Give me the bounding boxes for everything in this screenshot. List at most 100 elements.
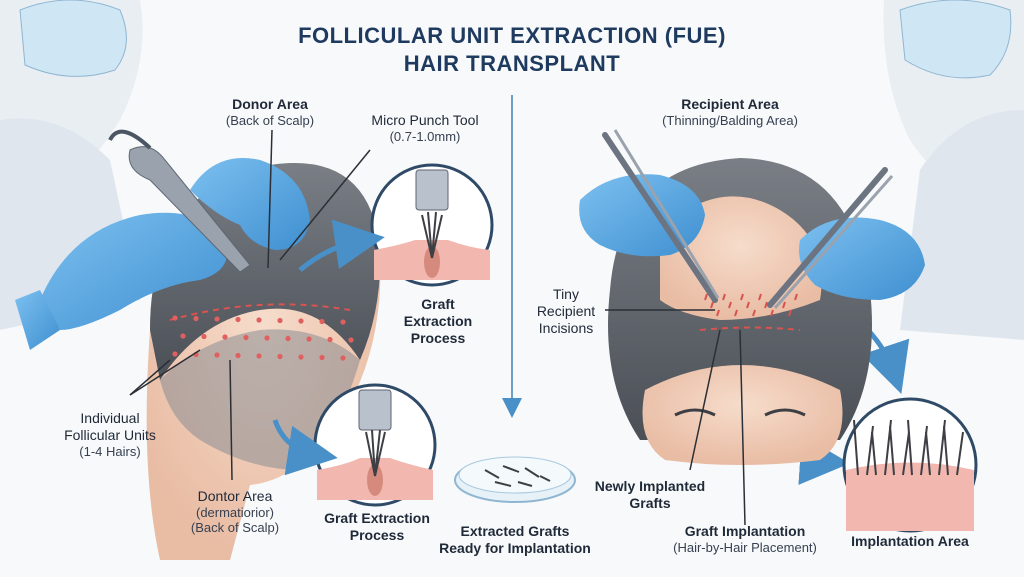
label-individual-units-l2: Follicular Units <box>64 426 156 443</box>
extraction-sites <box>172 315 354 361</box>
arrow-to-extraction-1 <box>298 219 385 272</box>
label-implantation-area-title: Implantation Area <box>851 533 969 549</box>
label-implantation-area: Implantation Area <box>840 533 980 550</box>
incision-mark <box>704 293 708 301</box>
label-graft-extraction-1-l2: Extraction <box>403 312 473 329</box>
extraction-site <box>306 336 312 342</box>
incision-mark <box>770 309 774 317</box>
title-line-1: FOLLICULAR UNIT EXTRACTION (FUE) <box>298 23 726 48</box>
incision-mark <box>746 301 750 309</box>
extraction-site <box>298 354 304 360</box>
label-tiny-incisions-l2: Recipient <box>536 302 596 319</box>
label-graft-extraction-1-l3: Process <box>410 329 466 346</box>
extraction-site <box>193 315 199 322</box>
extraction-site <box>214 352 220 358</box>
extraction-site <box>214 316 220 322</box>
micro-punch-tool <box>108 129 251 273</box>
incision-mark <box>794 293 798 301</box>
incision-mark <box>752 309 756 317</box>
extraction-circle-1 <box>370 163 494 287</box>
label-graft-extraction-1: Graft Extraction Process <box>388 296 488 346</box>
incision-mark <box>740 293 744 301</box>
label-tiny-incisions-l1: Tiny <box>553 286 579 302</box>
label-dontor-area: Dontor Area (dermatiorior) (Back of Scal… <box>170 488 300 536</box>
implanted-hair <box>907 419 913 476</box>
implantation-circle <box>842 397 978 533</box>
label-recipient-area-sub: (Thinning/Balding Area) <box>662 112 798 128</box>
extraction-site <box>243 334 249 341</box>
arrow-to-extraction-2 <box>272 419 338 476</box>
implanted-hair <box>889 425 895 476</box>
label-newly-implanted-l1: Newly Implanted <box>594 478 706 494</box>
extraction-site <box>172 351 178 357</box>
label-graft-implantation-title: Graft Implantation <box>684 523 806 539</box>
extraction-site <box>348 337 354 343</box>
label-individual-units-l1: Individual <box>80 410 140 426</box>
incision-mark <box>734 309 738 317</box>
label-micro-punch-sub: (0.7-1.0mm) <box>389 128 461 144</box>
label-graft-extraction-1-l1: Graft <box>421 296 455 312</box>
extraction-site <box>298 318 304 324</box>
extraction-circle-2 <box>313 383 437 507</box>
label-micro-punch-title: Micro Punch Tool <box>371 112 479 128</box>
incision-mark <box>722 293 726 301</box>
incision-mark <box>788 309 792 317</box>
incision-mark <box>764 301 768 309</box>
implanted-hair <box>943 425 949 476</box>
extraction-site <box>340 355 346 361</box>
label-extracted-grafts-l1: Extracted Grafts <box>460 523 570 539</box>
label-graft-extraction-2-l1: Graft Extraction <box>324 510 430 526</box>
label-newly-implanted-l2: Grafts <box>629 494 671 511</box>
extraction-site <box>201 333 207 340</box>
extraction-site <box>172 315 178 321</box>
petri-dish <box>454 456 576 503</box>
title-line-2: HAIR TRANSPLANT <box>403 50 621 76</box>
forceps-left <box>602 129 720 303</box>
label-tiny-incisions: Tiny Recipient Incisions <box>528 286 604 336</box>
incision-mark <box>782 301 786 309</box>
label-graft-implantation: Graft Implantation (Hair-by-Hair Placeme… <box>655 523 835 555</box>
label-dontor-area-l3: (Back of Scalp) <box>190 520 280 536</box>
label-recipient-area: Recipient Area (Thinning/Balding Area) <box>630 96 830 128</box>
surgeon-right <box>883 0 1024 340</box>
implanted-hair <box>853 419 859 476</box>
leader-lines <box>129 129 746 526</box>
incision-mark <box>728 301 732 309</box>
implanted-hair <box>902 431 910 476</box>
recipient-incisions <box>704 293 798 317</box>
extraction-site <box>256 353 262 359</box>
gloved-hand-left-2 <box>190 158 310 250</box>
incision-mark <box>710 301 714 309</box>
extraction-site <box>285 335 291 342</box>
extraction-site <box>319 318 325 325</box>
implanted-hair <box>956 431 964 476</box>
extraction-site <box>180 333 186 339</box>
page-title: FOLLICULAR UNIT EXTRACTION (FUE) HAIR TR… <box>262 22 762 77</box>
implanted-hair <box>871 431 877 476</box>
extraction-site <box>277 353 283 360</box>
label-donor-area-title: Donor Area <box>232 96 308 112</box>
label-extracted-grafts-l2: Ready for Implantation <box>439 539 591 556</box>
label-donor-area-sub: (Back of Scalp) <box>225 112 315 128</box>
extraction-site <box>340 319 346 325</box>
implanted-hair <box>925 431 931 476</box>
label-recipient-area-title: Recipient Area <box>681 96 779 112</box>
extraction-site <box>256 317 262 323</box>
label-graft-extraction-2-l2: Process <box>349 526 405 543</box>
incision-mark <box>758 293 762 301</box>
extraction-site <box>277 317 283 324</box>
label-dontor-area-l1: Dontor Area <box>197 488 273 504</box>
extraction-site <box>264 335 270 341</box>
label-donor-area: Donor Area (Back of Scalp) <box>200 96 340 128</box>
forceps-right <box>767 167 894 309</box>
label-micro-punch: Micro Punch Tool (0.7-1.0mm) <box>350 112 500 144</box>
label-graft-extraction-2: Graft Extraction Process <box>312 510 442 544</box>
label-newly-implanted: Newly Implanted Grafts <box>585 478 715 512</box>
extraction-site <box>327 336 333 343</box>
gloved-hand-left-1 <box>15 212 228 350</box>
implanted-hairs <box>853 419 964 476</box>
label-extracted-grafts: Extracted Grafts Ready for Implantation <box>430 523 600 557</box>
incision-mark <box>716 309 720 317</box>
